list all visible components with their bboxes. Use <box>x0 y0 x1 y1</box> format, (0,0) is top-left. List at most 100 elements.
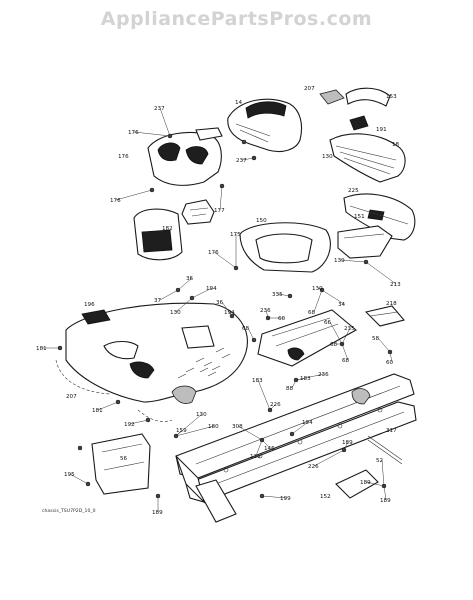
leader-line <box>291 379 297 389</box>
leader-line <box>159 289 179 301</box>
headlight-parts <box>319 87 406 183</box>
wire-routing-left <box>55 359 111 395</box>
callout-label: 88 <box>286 386 294 392</box>
leader-line <box>343 441 349 451</box>
callout-leader-lines <box>42 107 397 512</box>
callout-label: 159 <box>176 428 187 434</box>
callout-label: 151 <box>354 214 365 220</box>
leader-line <box>329 321 343 345</box>
callout-label: 189 <box>152 510 163 516</box>
callout-label: 335 <box>272 292 283 298</box>
callout-label: 34 <box>338 302 346 308</box>
leader-line <box>229 311 233 317</box>
callout-label: 181 <box>36 346 47 352</box>
callout-label: 225 <box>348 188 359 194</box>
callout-label: 236 <box>318 372 329 378</box>
callout-label: 36 <box>216 300 224 306</box>
leader-line <box>321 289 345 305</box>
leader-line <box>257 379 271 411</box>
battery-bracket-part <box>364 305 405 327</box>
callout-label: 152 <box>320 494 331 500</box>
callout-label: 68 <box>308 310 316 316</box>
leader-line <box>313 449 345 467</box>
callout-label: 130 <box>322 154 333 160</box>
callout-label: 195 <box>64 472 75 478</box>
callout-labels: 237 14 207 153 176 191 237 130 18 176 17… <box>36 86 401 516</box>
leader-line <box>237 425 263 441</box>
leader-line <box>381 459 385 487</box>
callout-label: 125 <box>250 454 261 460</box>
leader-line <box>255 439 263 457</box>
callout-label: 207 <box>66 394 77 400</box>
callout-label: 181 <box>92 408 103 414</box>
callout-label: 153 <box>386 94 397 100</box>
callout-label: 194 <box>206 286 217 292</box>
callout-label: 14 <box>235 100 243 106</box>
leader-line <box>219 185 223 211</box>
fender-vent-slots <box>177 347 231 379</box>
callout-label: 60 <box>386 360 394 366</box>
leader-line <box>175 429 183 437</box>
leader-line <box>133 131 171 137</box>
leader-line <box>175 425 215 437</box>
watermark: AppliancePartsPros.com <box>100 8 373 30</box>
callout-label: 146 <box>264 446 275 452</box>
callout-label: 213 <box>390 282 401 288</box>
callout-label: 218 <box>386 301 397 307</box>
callout-label: 68 <box>242 326 250 332</box>
callout-label: 192 <box>124 422 135 428</box>
callout-label: 37 <box>154 298 162 304</box>
chassis-frame-part <box>175 373 417 523</box>
leader-line <box>159 107 171 137</box>
callout-label: 175 <box>230 232 241 238</box>
callout-label: 317 <box>386 428 397 434</box>
callout-label: 183 <box>300 376 311 382</box>
callout-label: 189 <box>380 498 391 504</box>
leader-line <box>221 301 233 317</box>
callout-label: 191 <box>376 127 387 133</box>
callout-label: 237 <box>154 106 165 112</box>
leader-line <box>97 401 119 411</box>
callout-label: 68 <box>330 342 338 348</box>
front-bracket-part <box>91 433 151 495</box>
leader-line <box>313 289 323 313</box>
leader-line <box>129 419 149 425</box>
leader-line <box>191 287 213 299</box>
callout-label: 183 <box>252 378 263 384</box>
callout-label: 196 <box>84 302 95 308</box>
side-panel-part <box>133 208 183 261</box>
callout-label: 237 <box>236 158 247 164</box>
callout-label: 150 <box>256 218 267 224</box>
callout-label: 139 <box>334 258 345 264</box>
callout-label: 177 <box>214 208 225 214</box>
leader-line <box>291 421 309 435</box>
callout-label: 36 <box>186 276 194 282</box>
leader-line <box>365 261 397 285</box>
callout-label: 66 <box>324 320 332 326</box>
callout-label: 68 <box>342 358 350 364</box>
callout-label: 207 <box>304 86 315 92</box>
leader-line <box>261 439 271 449</box>
leader-line <box>341 327 351 345</box>
callout-label: 226 <box>270 402 281 408</box>
hood-part <box>227 98 303 153</box>
callout-label: 130 <box>196 412 207 418</box>
leader-line <box>247 327 255 341</box>
callout-label: 199 <box>280 496 291 502</box>
wire-routing-right <box>137 409 173 422</box>
leader-line <box>269 403 277 411</box>
leader-line <box>365 481 385 487</box>
dash-panel-part <box>147 127 223 186</box>
callout-label: 236 <box>260 308 271 314</box>
leader-line <box>277 293 291 297</box>
leader-line <box>389 351 393 363</box>
leader-line <box>115 189 153 201</box>
fender-part <box>65 302 248 404</box>
leader-line <box>177 277 193 291</box>
leader-line <box>69 473 89 485</box>
callout-label: 176 <box>118 154 129 160</box>
callout-label: 189 <box>360 480 371 486</box>
leader-line <box>213 251 237 269</box>
leader-line <box>295 377 307 381</box>
